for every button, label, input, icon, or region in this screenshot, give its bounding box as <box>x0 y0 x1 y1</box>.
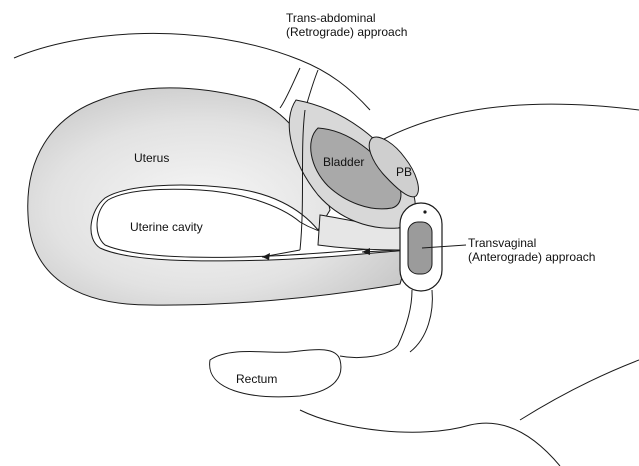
trans-abdominal-label: Trans-abdominal (Retrograde) approach <box>286 11 407 39</box>
uterine-cavity-label: Uterine cavity <box>130 220 203 234</box>
uterus-label: Uterus <box>134 151 169 165</box>
transvaginal-line1: Transvaginal <box>468 236 595 250</box>
probe-tip <box>423 210 426 213</box>
lower-body-outline <box>520 360 639 420</box>
trans-abdominal-line1: Trans-abdominal <box>286 11 407 25</box>
transvaginal-label: Transvaginal (Anterograde) approach <box>468 236 595 264</box>
sacral-outline <box>300 410 560 466</box>
probe-cable <box>340 290 412 358</box>
posterior-body-outline <box>382 104 639 140</box>
trans-abdominal-line2: (Retrograde) approach <box>286 25 407 39</box>
probe-cable-2 <box>410 290 432 352</box>
pb-label: PB <box>396 165 412 179</box>
transvaginal-line2: (Anterograde) approach <box>468 250 595 264</box>
bladder-label: Bladder <box>323 155 364 169</box>
rectum-label: Rectum <box>236 372 277 386</box>
